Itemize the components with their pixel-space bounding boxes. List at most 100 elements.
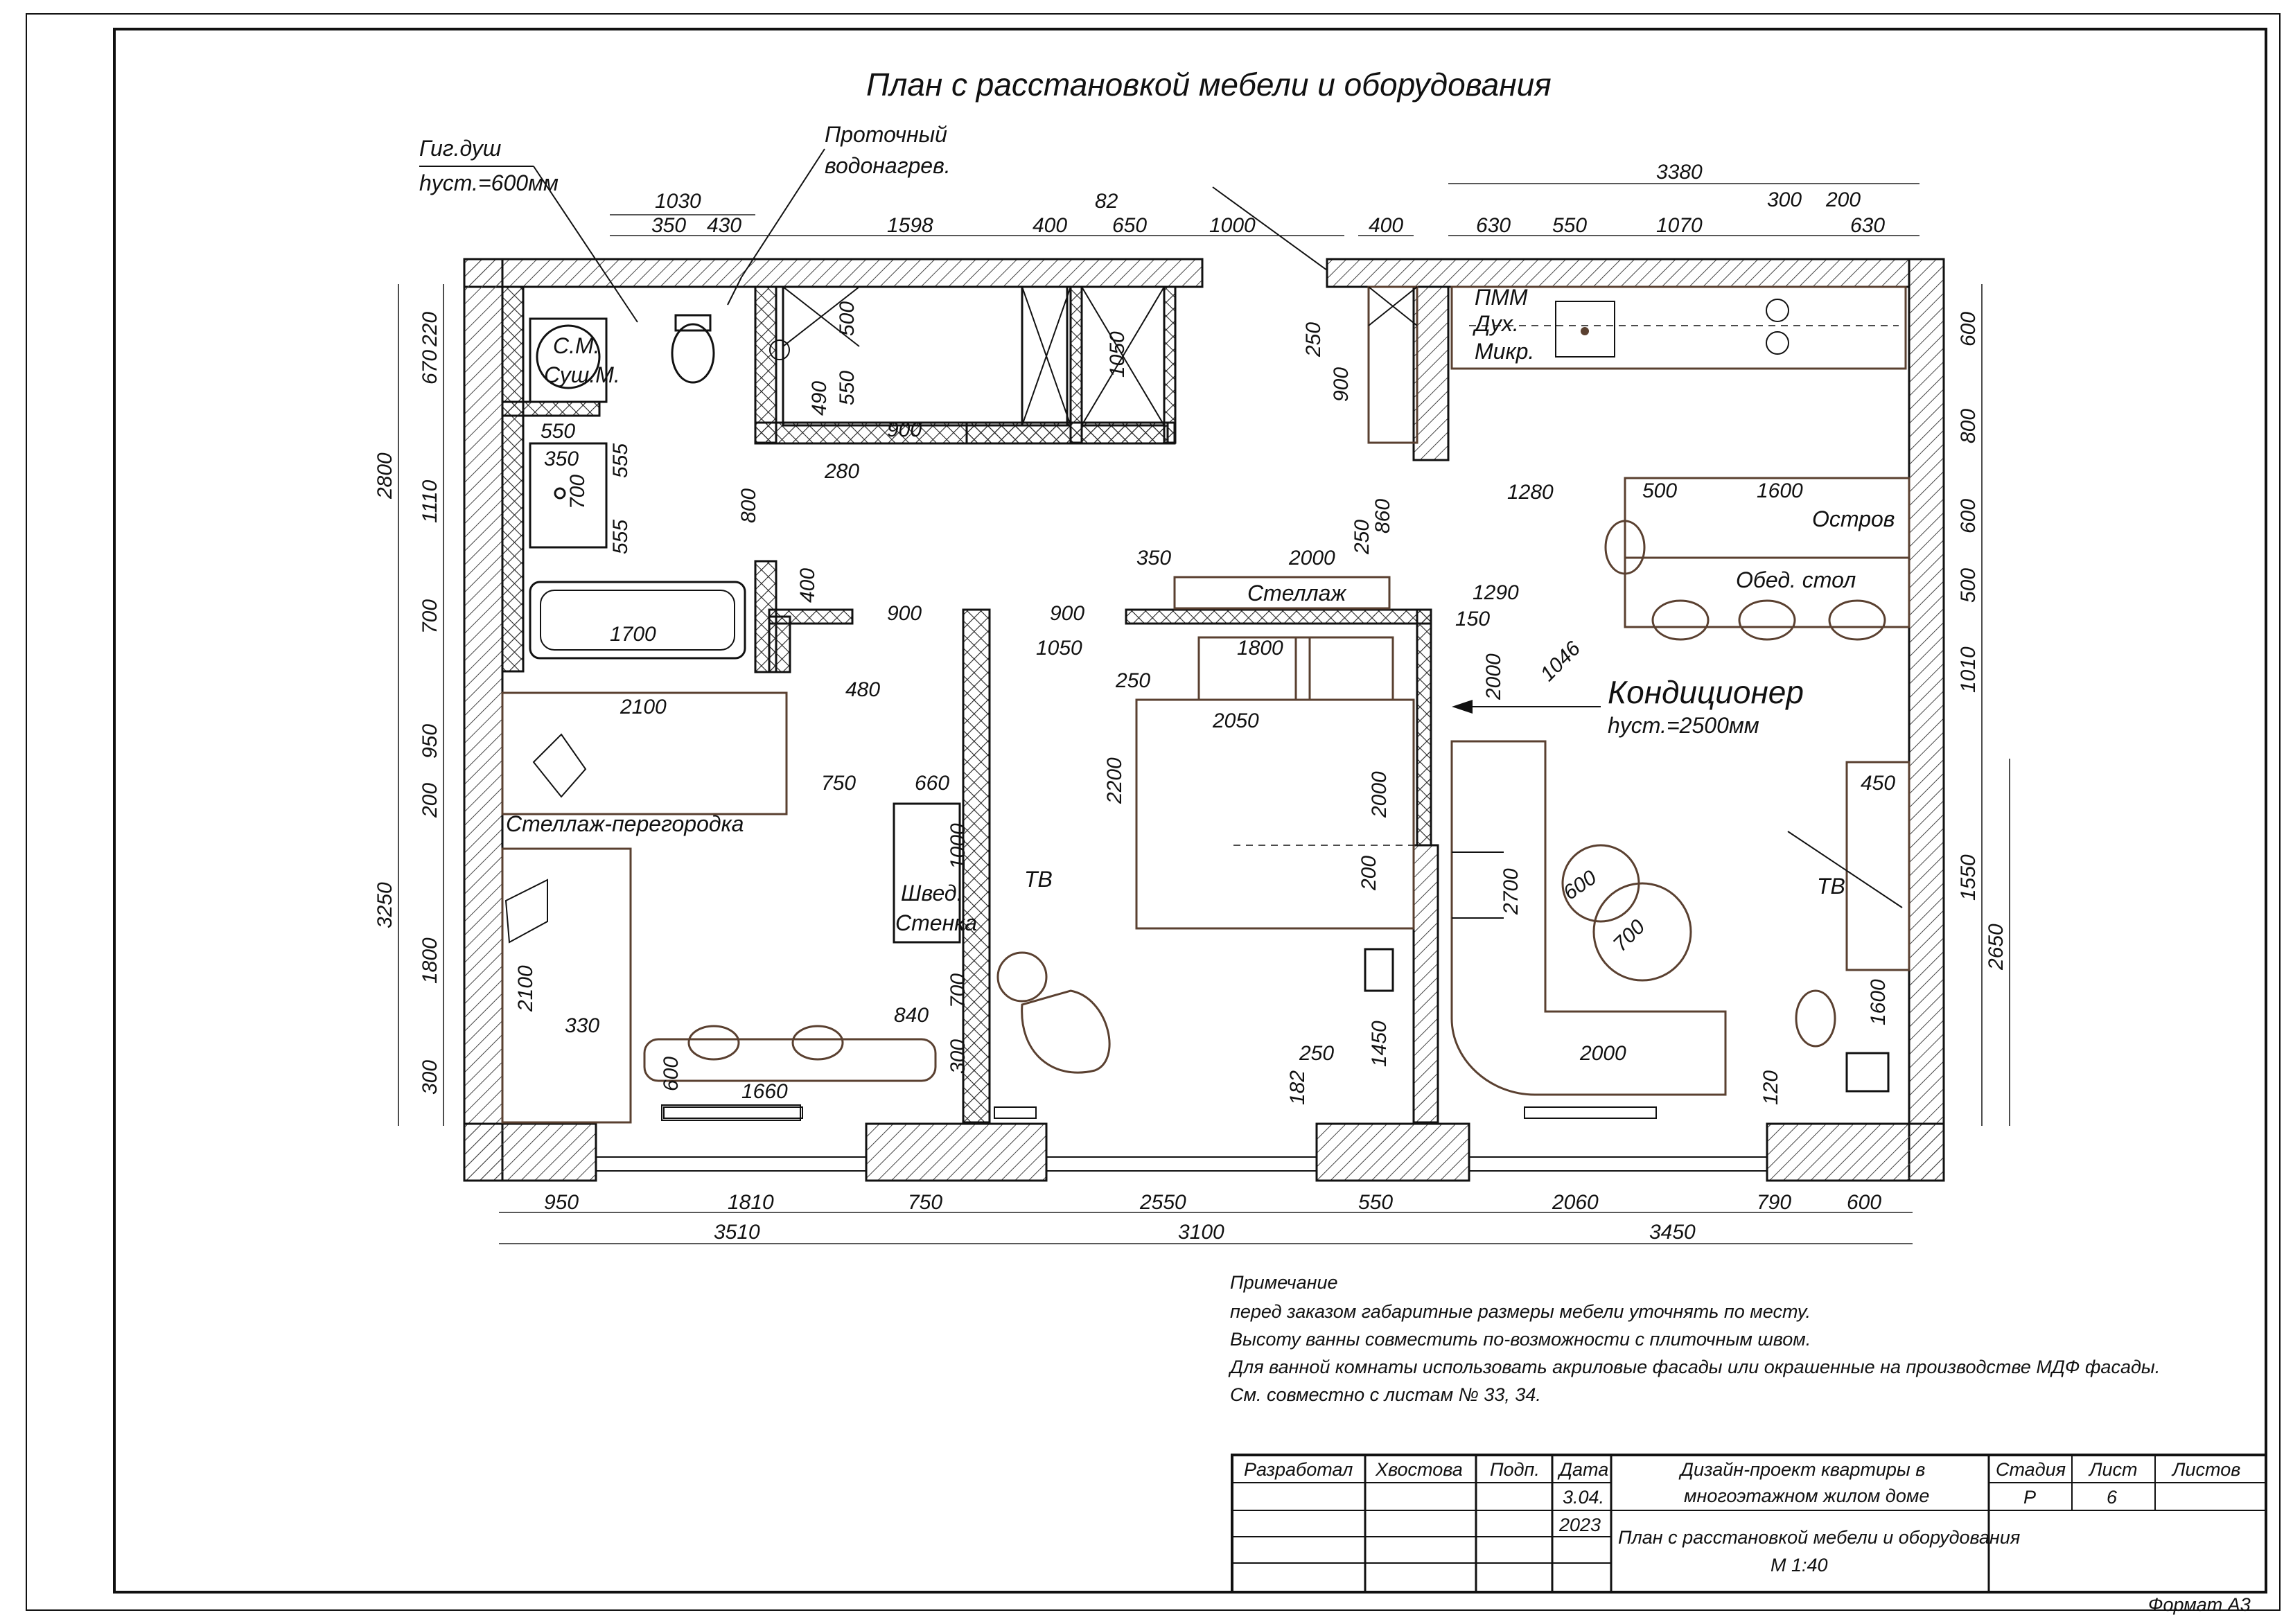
- dim-top-1598: 1598: [887, 214, 933, 237]
- water-heater-label-2: водонагрев.: [825, 153, 951, 178]
- dim-kit-900: 900: [1330, 367, 1353, 402]
- dim-right-1550: 1550: [1957, 854, 1980, 901]
- bedroom-furniture: Стеллаж ТВ: [996, 576, 1415, 1074]
- stamp-project-2: многоэтажном жилом доме: [1684, 1485, 1929, 1506]
- stamp-date-2: 2023: [1558, 1515, 1601, 1535]
- dim-right-1010: 1010: [1957, 646, 1980, 693]
- dim-ch-2100b: 2100: [514, 965, 537, 1012]
- stamp-author: Хвостова: [1375, 1459, 1463, 1480]
- stamp-project-1: Дизайн-проект квартиры в: [1678, 1459, 1925, 1480]
- dim-wr-400: 400: [796, 568, 819, 603]
- dim-cor-900b: 900: [1050, 602, 1084, 625]
- dim-ch-1660: 1660: [741, 1080, 788, 1103]
- dim-bath-550: 550: [541, 420, 575, 443]
- dim-wr-1050: 1050: [1106, 331, 1129, 378]
- stamp-date-1: 3.04.: [1563, 1487, 1604, 1508]
- island-label: Остров: [1812, 506, 1895, 531]
- dim-cor-1046: 1046: [1536, 637, 1585, 686]
- dim-kit-1600: 1600: [1757, 479, 1803, 502]
- dim-lv-250: 250: [1299, 1042, 1334, 1065]
- radiators: [663, 1106, 1657, 1119]
- dim-cor-1050: 1050: [1036, 637, 1082, 660]
- dim-left-3250: 3250: [374, 882, 396, 928]
- dim-wr-800: 800: [737, 488, 760, 523]
- stamp-stage: Р: [2023, 1487, 2036, 1508]
- page-title: План с расстановкой мебели и оборудовани…: [866, 67, 1552, 103]
- dim-cor-350: 350: [1136, 547, 1171, 570]
- dim-cor-200: 200: [1358, 856, 1380, 891]
- dim-bath-350: 350: [544, 448, 579, 470]
- dim-lv-450: 450: [1861, 772, 1895, 795]
- dim-ch-300: 300: [947, 1039, 969, 1074]
- title-block: Разработал Хвостова Подп. Дата 3.04. 202…: [1231, 1454, 2267, 1594]
- dim-cor-1290: 1290: [1473, 581, 1519, 604]
- dim-left-200: 200: [419, 783, 441, 818]
- dim-top-650: 650: [1112, 214, 1147, 237]
- appliances-label-2: Дух.: [1473, 311, 1519, 336]
- living-room-furniture: ТВ Кондиционер hуст.=2500мм: [1450, 674, 1910, 1096]
- stamp-signature: Подп.: [1490, 1459, 1540, 1480]
- dim-bot-3100: 3100: [1178, 1221, 1224, 1244]
- note-line-3: Для ванной комнаты использовать акриловы…: [1228, 1357, 2160, 1377]
- dim-wr-550: 550: [836, 371, 859, 405]
- dimensions-left: 2800 3250 220 670 1110 700 950 200 1800 …: [374, 284, 444, 1126]
- dim-top-630b: 630: [1850, 214, 1885, 237]
- dim-kit-500: 500: [1642, 479, 1677, 502]
- dim-top-1070: 1070: [1656, 214, 1703, 237]
- bathroom-furniture: С.М. Суш.М.: [529, 314, 790, 660]
- dim-top-200: 200: [1825, 188, 1861, 211]
- dimensions-interior: 550 350 555 700 555 1700 500 490 550 900…: [514, 301, 1895, 1105]
- kitchen-furniture: ПММ Дух. Микр. Остров Обед. стол: [1367, 285, 1910, 641]
- stamp-stage-label: Стадия: [1996, 1459, 2066, 1480]
- dim-ch-330: 330: [565, 1014, 599, 1037]
- dim-bath-555a: 555: [609, 443, 632, 478]
- conditioner-height-label: hуст.=2500мм: [1608, 713, 1759, 738]
- stamp-date-label: Дата: [1557, 1459, 1608, 1480]
- dim-ch-840: 840: [894, 1004, 929, 1027]
- dim-cor-2050: 2050: [1212, 709, 1259, 732]
- dim-top-400a: 400: [1033, 214, 1067, 237]
- dim-bath-1700: 1700: [610, 623, 656, 646]
- note-line-2: Высоту ванны совместить по-возможности с…: [1230, 1329, 1811, 1350]
- interior-partitions: [501, 285, 1450, 1124]
- dim-ch-750: 750: [821, 772, 856, 795]
- dim-lv-1450: 1450: [1368, 1021, 1391, 1067]
- dim-top-630a: 630: [1476, 214, 1511, 237]
- dim-lv-700: 700: [1609, 915, 1650, 956]
- dim-lv-120: 120: [1759, 1070, 1782, 1105]
- notes: Примечание перед заказом габаритные разм…: [1228, 1272, 2160, 1405]
- dim-wr-280: 280: [824, 460, 859, 483]
- dim-bot-750: 750: [908, 1191, 942, 1214]
- swedish-wall-label-1: Швед.: [901, 881, 963, 906]
- dim-lv-1600: 1600: [1867, 979, 1890, 1025]
- dim-lv-182: 182: [1286, 1070, 1309, 1105]
- dim-right-600a: 600: [1957, 312, 1980, 346]
- dim-top-1030: 1030: [655, 190, 701, 213]
- dim-top-300: 300: [1767, 188, 1802, 211]
- dimensions-right: 600 800 600 500 1010 1550 2650: [1957, 284, 2010, 1126]
- dim-bot-550: 550: [1358, 1191, 1393, 1214]
- tv-label-right: ТВ: [1817, 874, 1845, 899]
- washer-label-1: С.М.: [553, 333, 600, 358]
- appliances-label-1: ПММ: [1475, 285, 1528, 310]
- dim-ch-600: 600: [660, 1057, 683, 1091]
- shelf-label: Стеллаж: [1247, 581, 1347, 606]
- dim-right-500: 500: [1957, 568, 1980, 603]
- dim-cor-900a: 900: [887, 602, 922, 625]
- tv-label-left: ТВ: [1024, 867, 1053, 892]
- dim-left-700: 700: [419, 599, 441, 634]
- dimensions-bottom: 950 1810 750 2550 550 2060 790 600 3510 …: [499, 1191, 1913, 1244]
- wardrobe: [782, 285, 1166, 427]
- dim-bot-790: 790: [1757, 1191, 1791, 1214]
- dim-bot-950: 950: [544, 1191, 579, 1214]
- dim-top-82: 82: [1095, 190, 1118, 213]
- dim-bot-3510: 3510: [714, 1221, 760, 1244]
- children-room: Стеллаж-перегородка Швед. Стенка: [501, 691, 977, 1124]
- stamp-sheet: 6: [2107, 1487, 2118, 1508]
- dimensions-top: 1030 350 430 1598 400 82 650 1000 400 33…: [610, 161, 1919, 237]
- stamp-sheets-label: Листов: [2171, 1459, 2240, 1480]
- dim-bot-2550: 2550: [1139, 1191, 1186, 1214]
- dim-left-1800: 1800: [419, 937, 441, 984]
- dim-ch-2100a: 2100: [620, 696, 667, 718]
